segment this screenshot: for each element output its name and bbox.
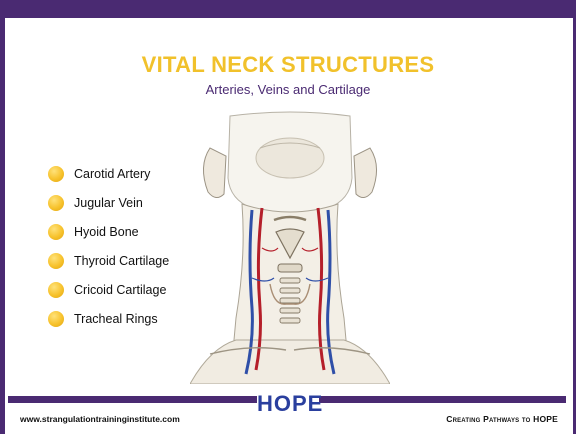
bullet-item: Thyroid Cartilage (48, 253, 169, 282)
bullet-item: Tracheal Rings (48, 311, 169, 340)
gold-bullet-icon (48, 224, 64, 240)
bullet-item: Hyoid Bone (48, 224, 169, 253)
gold-bullet-icon (48, 282, 64, 298)
bullet-label: Jugular Vein (74, 196, 143, 210)
slide-subtitle: Arteries, Veins and Cartilage (0, 82, 576, 97)
bullet-label: Tracheal Rings (74, 312, 158, 326)
bullet-item: Carotid Artery (48, 166, 169, 195)
footer-tagline: Creating Pathways to HOPE (446, 414, 558, 424)
bullet-label: Thyroid Cartilage (74, 254, 169, 268)
footer-website: www.strangulationtraininginstitute.com (20, 414, 180, 424)
hope-logo: HOPE (257, 389, 319, 427)
bullet-item: Jugular Vein (48, 195, 169, 224)
gold-bullet-icon (48, 253, 64, 269)
bullet-label: Carotid Artery (74, 167, 150, 181)
gold-bullet-icon (48, 166, 64, 182)
bullet-item: Cricoid Cartilage (48, 282, 169, 311)
hope-logo-text: HOPE (257, 391, 319, 417)
neck-anatomy-illustration (190, 108, 390, 384)
top-bar (0, 0, 576, 18)
bullet-label: Cricoid Cartilage (74, 283, 166, 297)
frame-left-border (0, 18, 5, 434)
gold-bullet-icon (48, 195, 64, 211)
slide-title: VITAL NECK STRUCTURES (0, 52, 576, 78)
bullet-label: Hyoid Bone (74, 225, 139, 239)
bullet-list: Carotid Artery Jugular Vein Hyoid Bone T… (48, 166, 169, 340)
gold-bullet-icon (48, 311, 64, 327)
